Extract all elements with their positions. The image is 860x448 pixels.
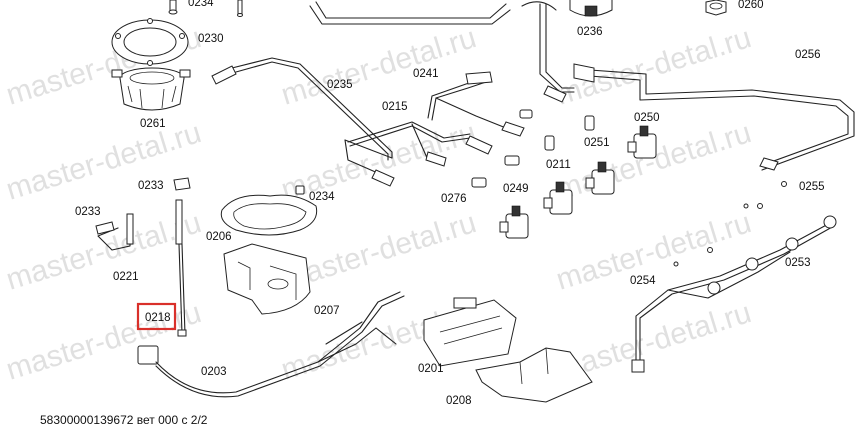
part-0236 <box>569 0 613 17</box>
label-0251[interactable]: 0251 <box>584 137 610 149</box>
label-0234[interactable]: 0234 <box>188 0 214 9</box>
label-0203[interactable]: 0203 <box>201 366 227 378</box>
label-0253[interactable]: 0253 <box>785 257 811 269</box>
label-0236[interactable]: 0236 <box>577 26 603 38</box>
part-0234-top <box>168 0 178 15</box>
part-0241-pipe <box>427 71 525 155</box>
label-0276[interactable]: 0276 <box>441 193 467 205</box>
part-0221-thermocouple <box>95 213 134 251</box>
label-0261[interactable]: 0261 <box>140 118 166 130</box>
part-0230-gasket <box>111 18 189 66</box>
label-0250[interactable]: 0250 <box>634 112 660 124</box>
parts-drawings <box>95 0 855 403</box>
label-0208[interactable]: 0208 <box>446 395 472 407</box>
drawing-code-footer: 58300000139672 вет 000 с 2/2 <box>40 413 208 427</box>
label-0233-top[interactable]: 0233 <box>138 180 164 192</box>
part-0260-nut <box>705 0 727 16</box>
part-0208-bracket <box>475 347 593 403</box>
part-0207-housing <box>223 243 311 315</box>
label-0256[interactable]: 0256 <box>795 49 821 61</box>
label-0234-mid[interactable]: 0234 <box>309 191 335 203</box>
part-0203-harness <box>137 291 405 398</box>
label-0221[interactable]: 0221 <box>113 271 139 283</box>
watermark: master-detal.ru <box>552 116 755 207</box>
part-0215-pipe <box>347 121 471 167</box>
label-0254[interactable]: 0254 <box>630 275 656 287</box>
part-labels: 0234 0260 0230 0236 0241 0256 0235 0261 … <box>75 0 825 407</box>
label-0235[interactable]: 0235 <box>327 79 353 91</box>
label-0255[interactable]: 0255 <box>799 181 825 193</box>
valve <box>627 125 657 159</box>
part-0206-gasket <box>220 194 318 236</box>
part-0235-pipe <box>211 57 395 187</box>
label-0201[interactable]: 0201 <box>418 363 444 375</box>
part-0256-pipe <box>309 1 855 171</box>
label-0218[interactable]: 0218 <box>145 312 171 324</box>
label-0206[interactable]: 0206 <box>206 231 232 243</box>
label-0233-left[interactable]: 0233 <box>75 206 101 218</box>
part-0261-burner <box>111 67 191 111</box>
watermark: master-detal.ru <box>2 116 205 207</box>
label-0207[interactable]: 0207 <box>314 305 340 317</box>
label-0211[interactable]: 0211 <box>546 159 571 171</box>
label-0249[interactable]: 0249 <box>503 183 529 195</box>
valve <box>499 205 529 239</box>
valve <box>543 181 573 215</box>
gas-valves <box>499 125 657 239</box>
part-0218-rod <box>175 199 187 337</box>
label-0230[interactable]: 0230 <box>198 33 224 45</box>
small-pin-top <box>237 0 243 17</box>
nozzles <box>295 109 595 195</box>
part-0201-module <box>423 297 517 367</box>
label-0241[interactable]: 0241 <box>413 68 439 80</box>
highlight-box <box>136 302 177 331</box>
label-0215[interactable]: 0215 <box>382 101 408 113</box>
valve <box>585 161 615 195</box>
part-0233-clip <box>173 177 191 191</box>
part-0254-ignition-rail <box>631 157 837 373</box>
watermark: master-detal.ru <box>2 206 205 297</box>
watermark: master-detal.ru <box>277 21 480 112</box>
label-0260[interactable]: 0260 <box>738 0 764 11</box>
